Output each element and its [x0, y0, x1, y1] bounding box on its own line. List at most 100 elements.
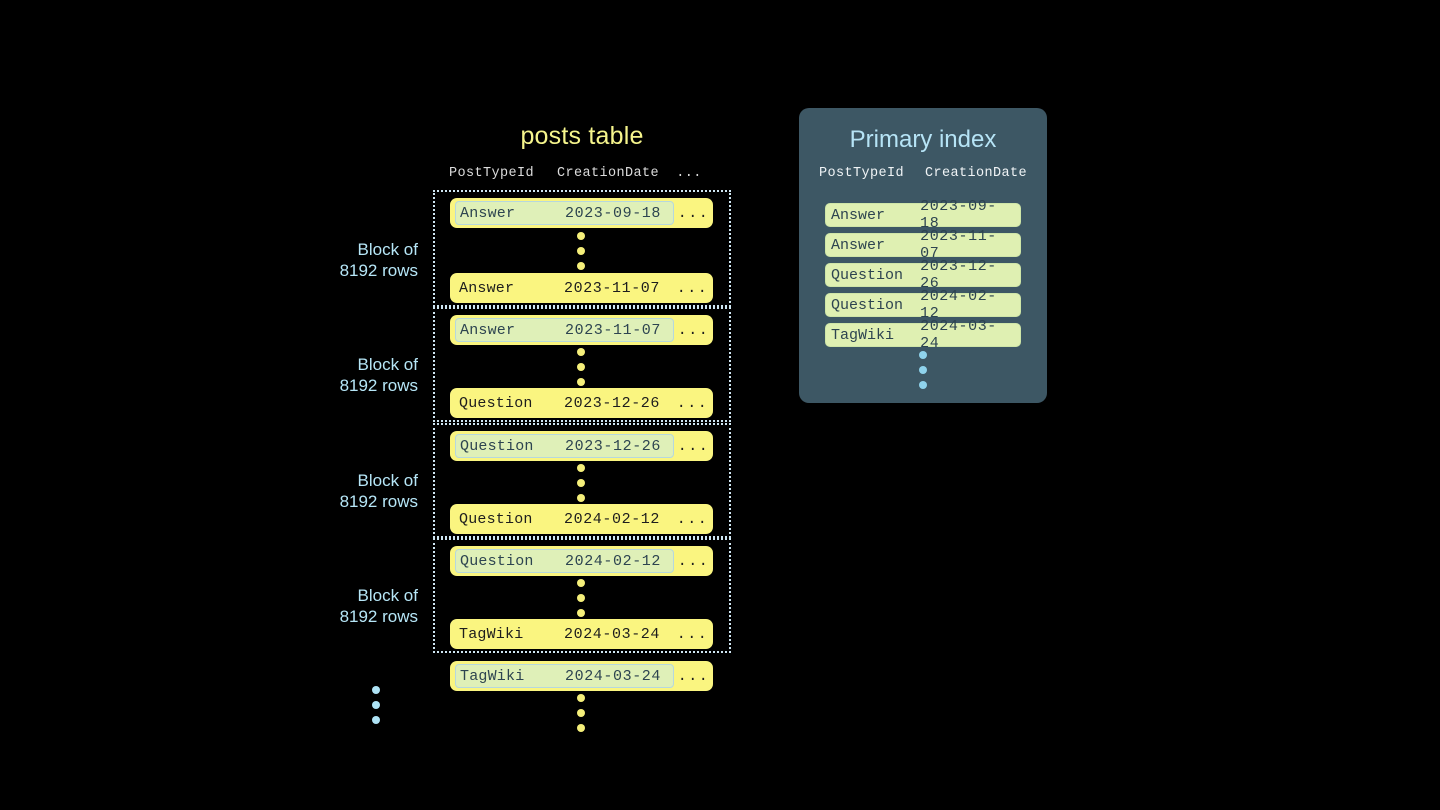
dot [372, 716, 380, 724]
block-label-1: Block of 8192 rows [248, 239, 418, 281]
cell-ellipsis: ... [677, 552, 710, 570]
dot [577, 247, 585, 255]
cell-creationdate: 2023-11-07 [565, 321, 662, 339]
dot [372, 686, 380, 694]
cell-posttypeid: Question [831, 296, 904, 314]
dot [919, 366, 927, 374]
column-header-creationdate: CreationDate [925, 166, 1028, 181]
table-row[interactable]: Question 2023-12-26 ... [450, 388, 713, 418]
dot [919, 381, 927, 389]
dot [577, 609, 585, 617]
dot [577, 378, 585, 386]
cell-ellipsis: ... [677, 204, 710, 222]
block-label-2-line2: 8192 rows [339, 376, 418, 395]
row-ellipsis-dots [577, 348, 585, 386]
cell-posttypeid: TagWiki [460, 667, 525, 685]
block-label-2-line1: Block of [357, 355, 418, 374]
table-row[interactable]: Answer 2023-09-18 ... [450, 198, 713, 228]
primary-index-panel: Primary index PostTypeId CreationDate An… [799, 108, 1047, 403]
cell-creationdate: 2023-12-26 [564, 394, 661, 412]
column-header-posttypeid: PostTypeId [819, 166, 905, 181]
dot [577, 479, 585, 487]
block-label-4: Block of 8192 rows [248, 585, 418, 627]
table-row[interactable]: Question 2023-12-26 ... [450, 431, 713, 461]
block-label-2: Block of 8192 rows [248, 354, 418, 396]
cell-posttypeid: TagWiki [831, 326, 895, 344]
block-label-3-line1: Block of [357, 471, 418, 490]
cell-creationdate: 2024-03-24 [564, 625, 661, 643]
dot [577, 348, 585, 356]
table-continuation-dots [577, 694, 585, 732]
block-label-4-line2: 8192 rows [339, 607, 418, 626]
block-label-1-line1: Block of [357, 240, 418, 259]
cell-creationdate: 2023-12-26 [565, 437, 662, 455]
index-row[interactable]: Answer 2023-09-18 [825, 198, 1021, 232]
cell-posttypeid: Answer [831, 206, 886, 224]
dot [577, 594, 585, 602]
primary-index-title: Primary index [849, 126, 997, 153]
cell-creationdate: 2024-02-12 [565, 552, 662, 570]
table-row[interactable]: Question 2024-02-12 ... [450, 504, 713, 534]
dot [577, 724, 585, 732]
cell-creationdate: 2023-11-07 [920, 228, 997, 262]
posts-table-column-headers: PostTypeId CreationDate ... [449, 166, 713, 181]
dot [577, 494, 585, 502]
block-container-4 [433, 538, 731, 653]
dot [577, 262, 585, 270]
column-header-posttypeid: PostTypeId [449, 166, 535, 181]
cell-posttypeid: Question [460, 552, 534, 570]
dot [577, 694, 585, 702]
cell-ellipsis: ... [677, 667, 710, 685]
dot [372, 701, 380, 709]
cell-posttypeid: Question [831, 266, 904, 284]
cell-ellipsis: ... [677, 321, 710, 339]
block-label-4-line1: Block of [357, 586, 418, 605]
index-row[interactable]: TagWiki 2024-03-24 [825, 318, 1021, 352]
cell-posttypeid: Answer [459, 279, 515, 297]
posts-table-title: posts table [520, 122, 644, 150]
cell-posttypeid: Answer [831, 236, 886, 254]
cell-posttypeid: Question [460, 437, 534, 455]
cell-ellipsis: ... [676, 625, 709, 643]
cell-posttypeid: Answer [460, 321, 516, 339]
block-container-2 [433, 307, 731, 422]
block-label-3-line2: 8192 rows [339, 492, 418, 511]
cell-posttypeid: Answer [460, 204, 516, 222]
dot [577, 464, 585, 472]
row-ellipsis-dots [577, 579, 585, 617]
block-label-1-line2: 8192 rows [339, 261, 418, 280]
index-row[interactable]: Question 2024-02-12 [825, 288, 1021, 322]
table-row[interactable]: Answer 2023-11-07 ... [450, 315, 713, 345]
cell-ellipsis: ... [676, 279, 709, 297]
cell-creationdate: 2024-03-24 [565, 667, 662, 685]
dot [577, 579, 585, 587]
cell-creationdate: 2023-11-07 [564, 279, 661, 297]
dot [577, 363, 585, 371]
primary-index-column-headers: PostTypeId CreationDate [819, 166, 1031, 181]
dot [577, 232, 585, 240]
row-ellipsis-dots [577, 232, 585, 270]
cell-ellipsis: ... [677, 437, 710, 455]
table-row[interactable]: TagWiki 2024-03-24 ... [450, 661, 713, 691]
column-header-creationdate: CreationDate [557, 166, 660, 181]
cell-creationdate: 2024-03-24 [920, 318, 997, 352]
table-row[interactable]: Question 2024-02-12 ... [450, 546, 713, 576]
cell-creationdate: 2024-02-12 [920, 288, 997, 322]
cell-posttypeid: TagWiki [459, 625, 524, 643]
cell-ellipsis: ... [676, 394, 709, 412]
table-row[interactable]: TagWiki 2024-03-24 ... [450, 619, 713, 649]
index-row[interactable]: Question 2023-12-26 [825, 258, 1021, 292]
cell-posttypeid: Question [459, 394, 533, 412]
dot [577, 709, 585, 717]
cell-creationdate: 2023-09-18 [565, 204, 662, 222]
block-label-3: Block of 8192 rows [248, 470, 418, 512]
cell-creationdate: 2023-09-18 [920, 198, 997, 232]
block-container-1 [433, 190, 731, 307]
cell-ellipsis: ... [676, 510, 709, 528]
table-row[interactable]: Answer 2023-11-07 ... [450, 273, 713, 303]
primary-index-rows: Answer 2023-09-18 Answer 2023-11-07 Ques… [825, 198, 1021, 353]
blocks-continuation-dots [372, 686, 380, 724]
index-row[interactable]: Answer 2023-11-07 [825, 228, 1021, 262]
block-container-3 [433, 423, 731, 538]
